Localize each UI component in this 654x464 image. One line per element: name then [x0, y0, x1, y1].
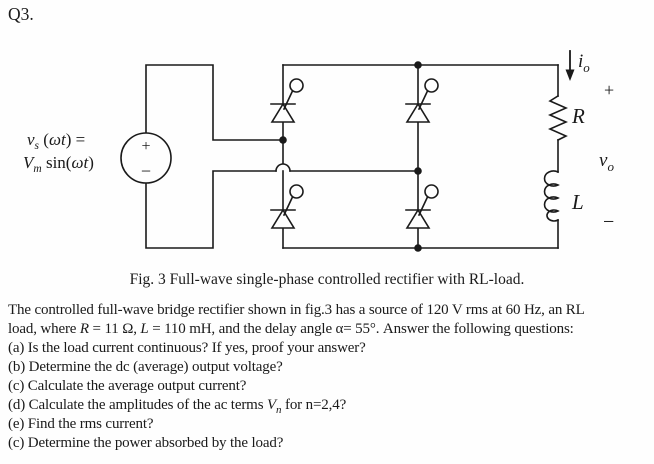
problem-item-e: (e) Find the rms current?	[8, 416, 154, 432]
problem-item-c: (c) Calculate the average output current…	[8, 378, 247, 394]
var-L: L	[140, 321, 149, 337]
load-plus-sign: +	[604, 80, 614, 100]
voltage-source: + − vs (ωt) = Vm sin(ωt)	[23, 130, 172, 184]
thyristor-gate-lead	[417, 195, 429, 217]
var-Vn-subscript: n	[276, 404, 282, 416]
problem-line-2-mid: = 11 Ω,	[88, 321, 141, 337]
junction-dot	[414, 244, 422, 252]
problem-line-2-post: = 110 mH, and the delay angle α= 55°. An…	[148, 321, 574, 337]
problem-line-2: load, where R = 11 Ω, L = 110 mH, and th…	[8, 320, 652, 339]
question-number: Q3.	[8, 4, 34, 24]
junction-dot	[414, 167, 422, 175]
thyristor-triangle	[270, 102, 296, 123]
wire-source-top	[145, 64, 284, 141]
load-annotations: io + R vo L −	[565, 50, 614, 233]
wire-source-bottom	[145, 170, 277, 249]
problem-item-d-post: for n=2,4?	[281, 397, 347, 413]
thyristor-triangle	[270, 208, 296, 229]
thyristor-gate-terminal-icon	[289, 78, 304, 93]
var-Vn: V	[267, 397, 277, 413]
load-minus-sign: −	[603, 211, 614, 233]
thyristor-s4	[270, 184, 304, 229]
source-minus-sign: −	[141, 161, 151, 181]
problem-item-f: (c) Determine the power absorbed by the …	[8, 435, 284, 451]
junction-dots	[279, 61, 422, 252]
thyristor-gate-terminal-icon	[424, 184, 439, 199]
load-current-label: io	[578, 51, 590, 75]
thyristor-gate-terminal-icon	[289, 184, 304, 199]
thyristor-s3	[405, 78, 439, 123]
load-current-arrow-head-icon	[565, 69, 575, 81]
thyristor-gate-lead	[417, 89, 429, 111]
problem-line-2-pre: load, where	[8, 321, 80, 337]
junction-dot	[279, 136, 287, 144]
junction-dot	[414, 61, 422, 69]
problem-item-a: (a) Is the load current continuous? If y…	[8, 340, 366, 356]
figure-caption: Fig. 3 Full-wave single-phase controlled…	[129, 271, 525, 288]
problem-line-1: The controlled full-wave bridge rectifie…	[8, 302, 585, 318]
source-circle	[120, 132, 172, 184]
wire-crossover-hop	[275, 163, 291, 172]
source-plus-sign: +	[141, 138, 150, 155]
problem-item-d-pre: (d) Calculate the amplitudes of the ac t…	[8, 397, 267, 413]
thyristor-gate-terminal-icon	[424, 78, 439, 93]
source-label-line2: Vm sin(ωt)	[23, 153, 94, 175]
problem-item-b: (b) Determine the dc (average) output vo…	[8, 359, 283, 375]
circuit-figure: + − vs (ωt) = Vm sin(ωt)	[23, 50, 614, 252]
problem-item-d: (d) Calculate the amplitudes of the ac t…	[8, 396, 652, 416]
inductor-coil	[543, 170, 560, 222]
thyristor-triangle	[405, 208, 431, 229]
resistor-label: R	[571, 104, 585, 128]
load-voltage-label: vo	[599, 150, 614, 174]
source-label-line1: vs (ωt) =	[27, 130, 85, 152]
thyristor-triangle	[405, 102, 431, 123]
var-R: R	[79, 321, 89, 337]
resistor-zigzag	[548, 94, 568, 142]
thyristor-s2	[405, 184, 439, 229]
thyristor-gate-lead	[282, 89, 294, 111]
thyristor-gate-lead	[282, 195, 294, 217]
wires	[145, 64, 568, 249]
thyristor-s1	[270, 78, 304, 123]
inductor-label: L	[571, 190, 584, 214]
problem-text: The controlled full-wave bridge rectifie…	[8, 301, 652, 453]
